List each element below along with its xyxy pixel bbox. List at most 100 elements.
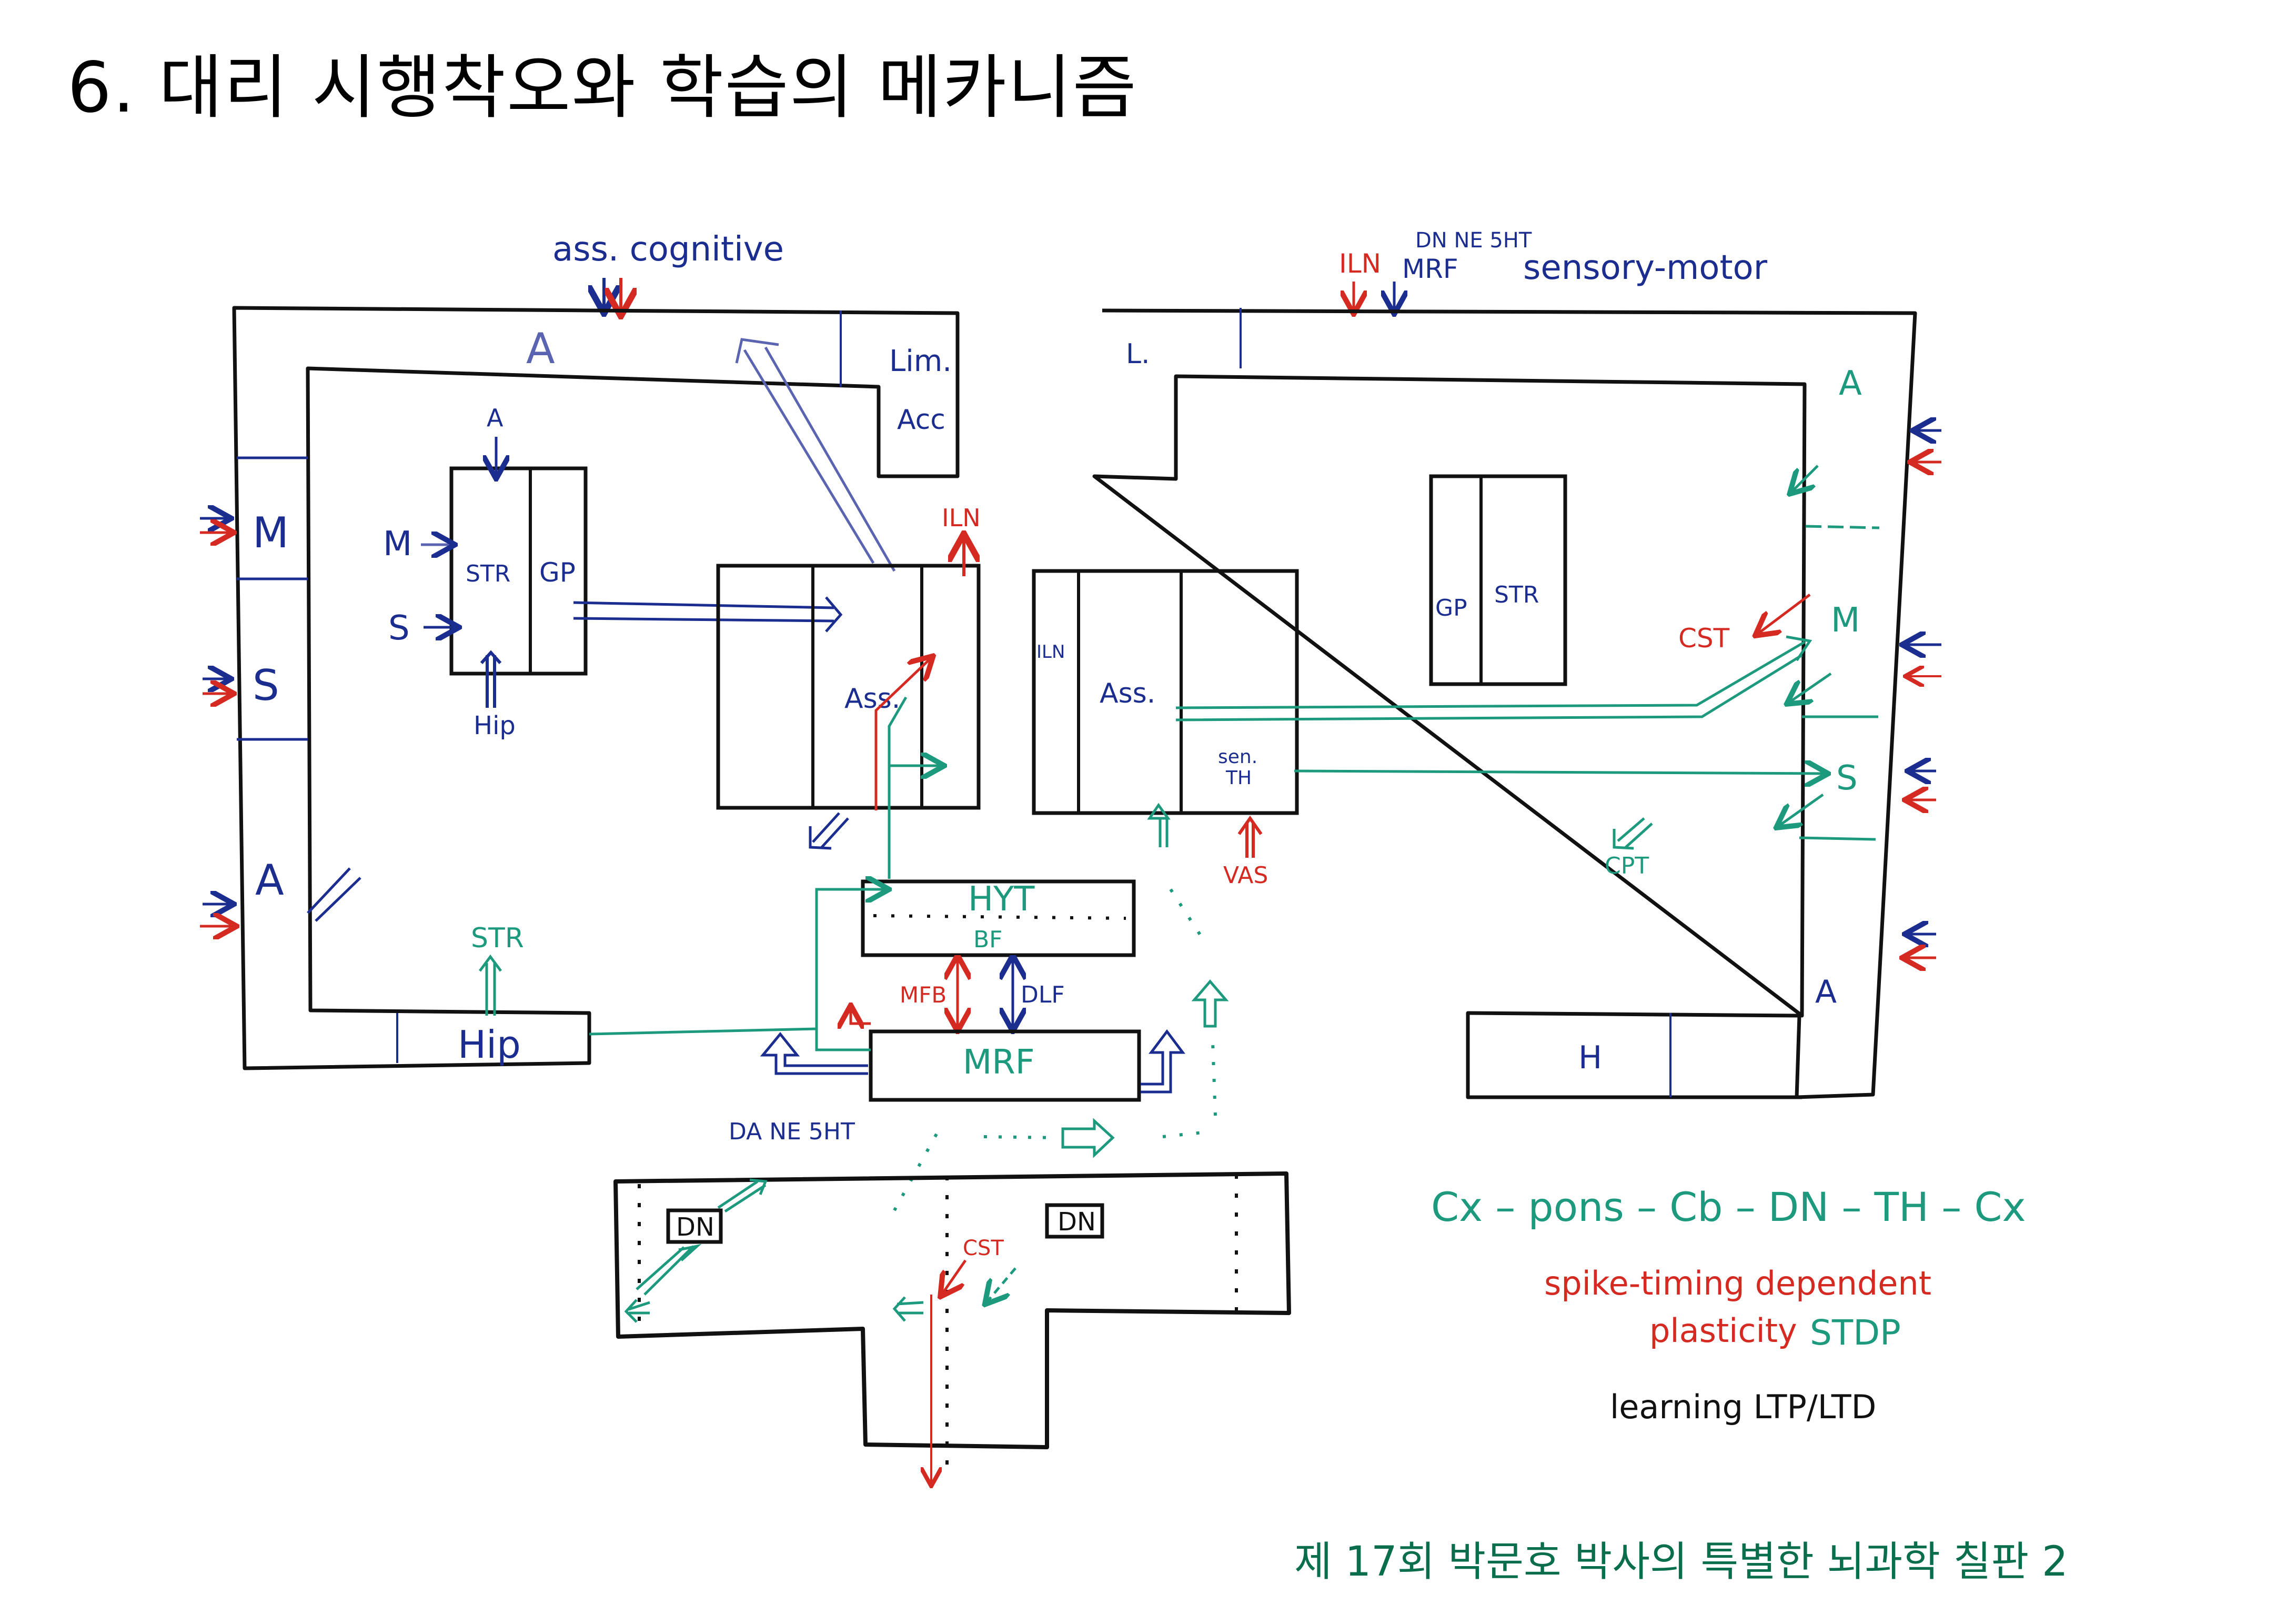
left-bg-box <box>449 466 588 676</box>
s-divider-bottom-right <box>1799 836 1876 841</box>
cpt-label: CPT <box>1605 853 1649 879</box>
left-hemisphere: ass. cognitive A Lim. Acc M S A Hip S <box>200 230 981 1070</box>
dn-left-box <box>666 1208 723 1244</box>
bf-label: BF <box>973 926 1003 953</box>
lim-label: Lim. <box>889 344 952 378</box>
hip-to-str-teal-arrow <box>478 954 502 1016</box>
right-thal-ass-label: Ass. <box>1100 678 1155 709</box>
right-cortex-a-top: A <box>1839 364 1862 403</box>
notes: Cx – pons – Cb – DN – TH – Cx spike-timi… <box>1431 1184 2026 1426</box>
cerebellum-outline <box>613 1171 1291 1449</box>
cpt-arrow <box>1613 817 1653 850</box>
left-cortex-inputs <box>200 518 234 926</box>
right-gp-label: GP <box>1435 595 1467 621</box>
str-input-a-label: A <box>487 404 503 432</box>
cst-arrow <box>1757 594 1811 634</box>
dn-right-label: DN <box>1058 1207 1096 1237</box>
str-input-s-label: S <box>388 609 410 648</box>
left-out-double-arrow-2 <box>892 1296 924 1322</box>
stdp-note-line1: spike-timing dependent <box>1544 1264 1931 1302</box>
left-cortex-s: S <box>253 661 279 710</box>
mrf-red-up-arrow <box>851 1008 871 1024</box>
vas-label: VAS <box>1223 862 1268 889</box>
a-to-inner-teal-arrow <box>1791 465 1819 492</box>
hip-to-hyt-path <box>589 889 887 1036</box>
right-hemisphere: DN NE 5HT ILN MRF sensory-motor L. A M S… <box>1032 228 1941 1099</box>
left-cortex-a-bottom: A <box>255 856 284 905</box>
m-down-teal-arrow <box>1789 672 1832 703</box>
right-cortex-s: S <box>1836 759 1858 798</box>
neuromod-label: DA NE 5HT <box>729 1118 855 1145</box>
right-cortex-inputs <box>1905 430 1941 958</box>
cerebellum-cst-label: CST <box>963 1236 1004 1260</box>
cerebellum: DN DN CST <box>613 1171 1291 1484</box>
loop-open-right-arrow <box>1061 1118 1115 1158</box>
right-cst-label: CST <box>1678 623 1730 654</box>
thalamus-to-s-arrow <box>1294 771 1826 774</box>
right-cortex-l: L. <box>1126 338 1150 370</box>
right-cortex-m: M <box>1831 601 1860 640</box>
to-dn-double-arrow <box>636 1244 702 1296</box>
dotted-loop-bottom <box>983 1135 1058 1139</box>
str-input-m-label: M <box>383 525 412 564</box>
mrf-label: MRF <box>963 1043 1035 1082</box>
right-header-label: sensory-motor <box>1523 248 1768 287</box>
s-down-teal-arrow <box>1778 793 1824 826</box>
thalamus-up-open-arrow <box>1147 803 1171 847</box>
left-gp-label: GP <box>539 557 576 588</box>
left-out-double-arrow-1 <box>624 1299 650 1323</box>
thalamus-to-cortex-arrow <box>735 338 896 572</box>
cerebellum-teal-dotted-arrow <box>986 1267 1016 1302</box>
left-header-label: ass. cognitive <box>552 230 784 269</box>
dotted-loop-right <box>1162 888 1217 1138</box>
learning-note: learning LTP/LTD <box>1610 1388 1876 1426</box>
right-cortex-outline <box>1092 308 1917 1099</box>
thalamus-to-m-double-arrow <box>1175 635 1812 721</box>
brainstem: HYT BF MFB DLF MRF DA NE 5HT <box>589 879 1229 1211</box>
cerebellum-cst-arrow <box>942 1259 967 1295</box>
left-iln-label: ILN <box>942 504 981 532</box>
hyt-box <box>861 879 1136 957</box>
gp-to-thalamus-arrow <box>573 596 843 633</box>
right-header-mrf: MRF <box>1402 254 1458 284</box>
hip-to-str-double-arrow <box>480 650 502 708</box>
mfb-label: MFB <box>900 982 946 1008</box>
hyt-bf-dotted-divider <box>873 914 1126 920</box>
hip-to-mrf-path <box>815 1029 871 1051</box>
dn-right-box <box>1045 1203 1104 1239</box>
teal-thalamus-arrow <box>888 696 942 879</box>
hip-str-label: STR <box>471 923 524 954</box>
slide-footer: 제 17회 박문호 박사의 특별한 뇌과학 칠판 2 <box>1294 1538 2068 1586</box>
neuromod-right-open-arrow <box>1141 1029 1185 1094</box>
dlf-label: DLF <box>1021 981 1065 1008</box>
right-thalamus-box <box>1032 569 1299 815</box>
sen-th-label-2: TH <box>1225 767 1252 789</box>
right-h-label: H <box>1578 1039 1602 1076</box>
loop-open-up-arrow <box>1191 979 1229 1028</box>
from-dn-double-arrow <box>717 1178 768 1213</box>
slide-title: 6. 대리 시행착오와 학습의 메카니즘 <box>67 47 1137 128</box>
right-str-label: STR <box>1494 582 1539 608</box>
left-cortex-a-top: A <box>526 324 555 373</box>
right-bg-box <box>1429 474 1567 686</box>
right-thal-iln-label: ILN <box>1036 641 1065 663</box>
dn-left-label: DN <box>676 1212 714 1242</box>
left-str-label: STR <box>466 560 510 587</box>
left-hip-label: Hip <box>458 1022 521 1067</box>
dotted-loop-cerebellum <box>893 1133 938 1211</box>
left-cortex-outline <box>232 306 960 1070</box>
right-cortex-a-bottom: A <box>1815 974 1837 1010</box>
stdp-note-line2: plasticity <box>1649 1311 1797 1350</box>
red-thalamus-arrow <box>874 658 931 810</box>
hyt-label: HYT <box>968 880 1035 919</box>
right-header-neuromod: DN NE 5HT <box>1415 228 1532 253</box>
left-thal-ass-label: Ass. <box>844 683 900 715</box>
thalamus-down-arrow <box>809 812 849 850</box>
left-thalamus-box <box>716 564 981 810</box>
neuromod-left-open-arrow <box>760 1032 868 1075</box>
vas-up-arrow <box>1237 815 1263 858</box>
str-input-hip-label: Hip <box>474 711 516 740</box>
stdp-abbr: STDP <box>1810 1312 1901 1353</box>
mrf-box <box>869 1029 1141 1102</box>
